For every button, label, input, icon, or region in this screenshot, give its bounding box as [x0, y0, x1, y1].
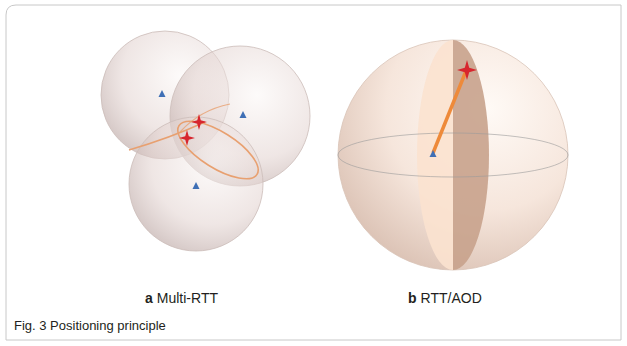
- anchor-triangle: [159, 90, 166, 97]
- multi-rtt-illustration: [101, 31, 310, 251]
- range-sphere: [129, 117, 263, 251]
- subfigure-title: Multi-RTT: [157, 290, 218, 306]
- target-star: [191, 114, 207, 130]
- angle-plane: [417, 40, 453, 270]
- target-star: [457, 60, 477, 80]
- figure-frame: [6, 5, 621, 340]
- subfigure-letter: a: [145, 290, 153, 306]
- subfigure-title: RTT/AOD: [421, 290, 482, 306]
- anchor-triangle: [193, 182, 200, 189]
- anchor-triangle: [240, 111, 247, 118]
- target-star: [179, 130, 195, 146]
- intersection-arc: [129, 122, 205, 150]
- aod-direction: [433, 71, 466, 153]
- subfigure-letter: b: [408, 290, 417, 306]
- anchor-triangle: [430, 150, 437, 157]
- rtt-aod-illustration: [338, 40, 568, 270]
- equator-line: [338, 133, 568, 177]
- intersection-arc: [180, 104, 230, 132]
- range-sphere: [338, 40, 568, 270]
- figure-caption: Fig. 3 Positioning principle: [14, 318, 166, 333]
- angle-plane: [453, 40, 489, 270]
- intersection-circle: [169, 110, 266, 189]
